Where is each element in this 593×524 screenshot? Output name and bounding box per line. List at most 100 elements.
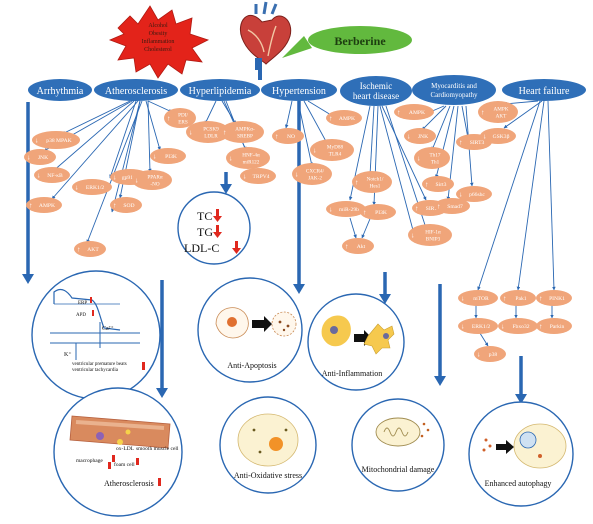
up-arrow-icon: ↑ [425,181,429,189]
risk-factor-4: Cholesterol [144,47,172,53]
up-arrow-icon: ↑ [77,246,81,254]
disease-node-atherosclerosis [94,79,178,101]
target-label-ppara-no: PPARα [147,175,162,181]
autophagy-panel: Enhanced autophagy [468,401,574,507]
heart-icon [240,1,292,70]
lipid-tg-label: TG [197,225,213,239]
risk-factor-3: Inflammation [142,38,175,45]
down-arrow-icon: ↓ [417,155,421,163]
target-node-pak1: ↑Pak1 [500,290,536,306]
target-label-hif-bnip3: BNIP3 [426,237,441,243]
target-label-ampk-myo: AMPK [409,110,425,116]
target-label-parkin: Parkin [550,324,565,330]
target-node-parkin: ↑Parkin [536,318,572,334]
anti-apoptosis-panel: Anti-Apoptosis [197,277,303,383]
disease-label-myocarditis-2: Cardiomyopathy [430,91,478,99]
disease-node-ischemic-heart-disease [340,76,412,106]
down-arrow-icon: ↓ [459,191,463,199]
disease-label-ischemic-heart-disease-2: heart disease [353,91,399,101]
up-arrow-icon: ↑ [355,179,359,187]
atherosclerosis-macrophage: macrophage [76,458,103,464]
target-node-erk12: ↓ERK1/2 [72,179,112,195]
up-arrow-icon: ↑ [223,129,227,137]
target-label-hnf4a-mir122: miR122 [243,160,260,166]
disease-label-heart-failure: Heart failure [519,86,570,97]
target-node-ampk: ↑AMPK [26,197,62,213]
target-node-p38: ↓p38 [474,346,506,362]
target-node-mtor: ↓ mTOR [458,290,498,306]
target-label-sirt1: SIRT1 [426,206,441,212]
target-label-cxcr4-jak2: JAK-2 [308,176,322,182]
mitochondrial-label: Mitochondrial damage [362,465,435,474]
target-label-ampk-htn: AMPK [339,116,355,122]
target-label-gsk3b: GSK3β [493,134,510,140]
target-label-pink1: PINK1 [549,296,565,302]
arrhythmia-apd: APD [76,313,86,318]
arrhythmia-note-1: ventricular premature beats [72,362,127,367]
down-arrow-icon: ↓ [313,147,317,155]
target-label-mir29b: miR-29b [339,207,359,213]
disease-node-arrhythmia [28,79,92,101]
target-label-pdi-ers: ERS [178,120,188,126]
target-label-ampk-srebp: AMPKα- [235,127,255,133]
target-label-erk12-hf: ERK1/2 [472,324,491,330]
up-arrow-icon: ↑ [459,139,463,147]
up-arrow-icon: ↑ [481,109,485,117]
down-arrow-icon: ↓ [501,323,505,331]
target-nodes: ↓p38 MPAK↑PDI/ERS↓NF-κB↓JNK↓ERK1/2↓gp91p… [24,101,572,362]
target-label-sirt3b: Sirt3 [436,182,447,188]
target-node-p38-mapk: ↓p38 MPAK [32,131,80,149]
atherosclerosis-oxldl: ox-LDL [116,446,135,452]
target-label-smad7: Smad7 [447,204,463,210]
up-arrow-icon: ↑ [397,109,401,117]
berberine-label: Berberine [334,34,386,48]
autophagy-label: Enhanced autophagy [485,479,552,488]
target-label-myd88-tlr4: TLR4 [329,152,342,158]
up-arrow-icon: ↑ [437,203,441,211]
up-arrow-icon: ↑ [539,295,543,303]
down-arrow-icon: ↓ [243,173,247,181]
atherosclerosis-panel: ox-LDL smooth muscle cell macrophage foa… [53,387,183,517]
target-node-mir29b: ↓ miR-29b [326,201,366,217]
lipid-panel: TC TG LDL-C [177,191,251,265]
target-node-ampk-myo: ↑ AMPK [394,104,434,120]
target-label-hif-bnip3: HIF-1α [425,230,441,236]
down-arrow-icon: ↓ [483,133,487,141]
target-label-p66shc: p66shc [469,192,485,198]
disease-label-hypertension: Hypertension [272,86,326,97]
up-arrow-icon: ↑ [167,115,171,123]
target-label-pcsk9-ldlr: PCSK9 [203,127,219,133]
target-label-erk12: ERK1/2 [86,185,105,191]
target-label-mtor: mTOR [473,296,489,302]
target-label-pi3k-ihd: PI3K [375,210,387,216]
target-label-ampk-srebp: SREBP [237,134,253,140]
disease-node-hyperlipidemia [180,79,260,101]
down-arrow-icon: ↓ [461,295,465,303]
arrhythmia-note-2: ventricular tachycardia [72,368,119,373]
target-label-trpv4: TRPV4 [252,174,269,180]
disease-label-myocarditis: Myocarditis and [431,82,477,90]
target-node-ampk-htn: ↑AMPK [326,110,362,126]
down-arrow-icon: ↓ [229,155,233,163]
target-label-jnk: JNK [38,155,48,161]
target-label-ampk-akt: AKT [496,114,507,120]
target-label-akt-ihd: Akt [357,244,366,250]
target-node-ampk-srebp: ↑ AMPKα-SREBP [220,121,264,143]
target-label-sod: SOD [123,203,134,209]
disease-label-atherosclerosis: Atherosclerosis [105,86,167,97]
anti-oxidative-panel: Anti-Oxidative stress [219,396,317,494]
target-node-pink1: ↑ PINK1 [536,290,572,306]
down-arrow-icon: ↓ [35,137,39,145]
arrhythmia-k: K⁺ [64,351,72,358]
up-arrow-icon: ↑ [113,202,117,210]
down-arrow-icon: ↓ [329,206,333,214]
target-label-pak1: Pak1 [515,296,526,302]
target-node-cxcr4-jak2: ↓CXCR4/JAK-2 [292,163,332,185]
target-label-notch1-hes1: Hes1 [370,184,381,190]
up-arrow-icon: ↑ [345,243,349,251]
up-arrow-icon: ↑ [29,202,33,210]
